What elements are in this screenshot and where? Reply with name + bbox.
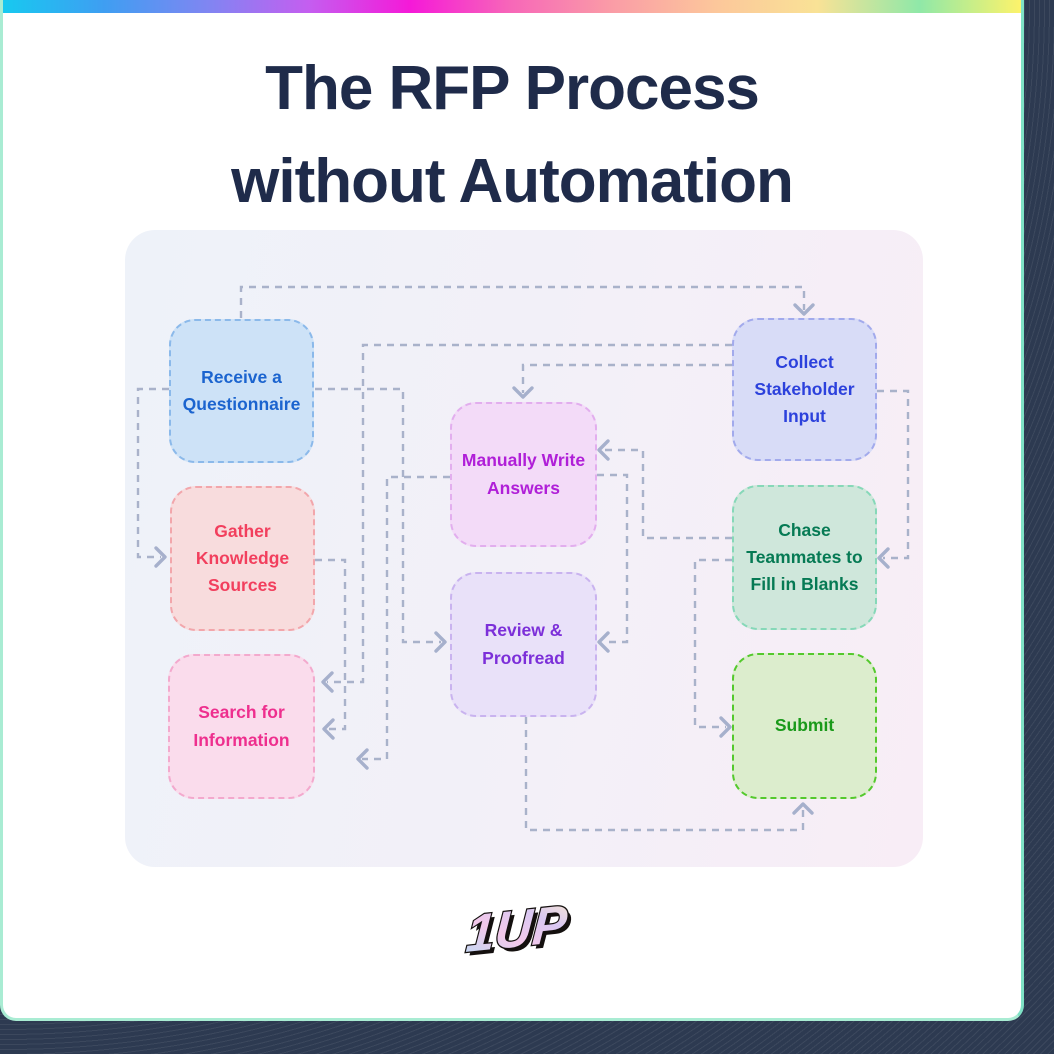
connector-line-write-review (597, 473, 629, 644)
connector-line-receive-gather (136, 387, 169, 559)
flow-node-collect: Collect Stakeholder Input (732, 318, 877, 461)
flow-node-label-write: Manually Write Answers (461, 450, 586, 498)
flow-node-label-gather: Gather Knowledge Sources (195, 520, 290, 596)
connector-line-chase-write (603, 448, 732, 540)
arrowhead-chase-write (597, 439, 610, 461)
arrowhead-chase-submit (719, 716, 732, 738)
connector-review-submit (524, 717, 814, 832)
arrowhead-collect-search (321, 671, 334, 693)
connector-line-receive-review (315, 387, 441, 644)
connector-layer (136, 285, 910, 832)
page-title-line1: The RFP Process (265, 54, 760, 123)
flow-node-review: Review & Proofread (450, 572, 597, 717)
flow-node-submit: Submit (732, 653, 877, 799)
arrowhead-collect-write (512, 386, 534, 399)
connector-line-collect-search (327, 343, 732, 684)
connector-receive-gather (136, 387, 169, 568)
arrowhead-receive-collect (793, 303, 815, 316)
connector-receive-review (315, 387, 447, 653)
connector-receive-collect (239, 285, 815, 318)
flow-node-label-receive: Receive a Questionnaire (182, 366, 301, 414)
flow-node-receive: Receive a Questionnaire (169, 319, 314, 463)
arrowhead-write-review (597, 631, 610, 653)
page-title-line2: without Automation (231, 147, 794, 216)
arrowhead-review-submit (792, 802, 814, 815)
arrowhead-write-search (356, 748, 369, 770)
connector-write-search (356, 475, 450, 770)
page-title: The RFP Process without Automation (3, 42, 1021, 228)
flow-node-chase: Chase Teammates to Fill in Blanks (732, 485, 877, 630)
connector-collect-chase (877, 389, 910, 569)
flow-node-gather: Gather Knowledge Sources (170, 486, 315, 631)
flow-node-label-collect: Collect Stakeholder Input (754, 351, 855, 427)
connector-line-collect-write (521, 363, 732, 393)
connector-line-review-submit (524, 717, 805, 832)
oneup-logo: 1UP 1UP (463, 894, 574, 968)
oneup-logo-shadow: 1UP (468, 899, 574, 968)
oneup-logo-text: 1UP (464, 895, 570, 964)
connector-collect-write (512, 363, 732, 399)
connector-chase-write (597, 439, 732, 540)
flow-node-label-submit: Submit (774, 715, 835, 736)
arrowhead-receive-gather (154, 546, 167, 568)
flow-node-label-search: Search for Information (193, 702, 290, 750)
flow-node-label-review: Review & Proofread (482, 620, 565, 668)
flow-node-write: Manually Write Answers (450, 402, 597, 547)
connector-line-receive-collect (239, 285, 806, 318)
flow-node-label-chase: Chase Teammates to Fill in Blanks (746, 519, 863, 595)
connector-line-collect-chase (877, 389, 910, 560)
rainbow-top-bar (3, 0, 1021, 13)
connector-collect-search (321, 343, 732, 693)
connector-write-review (597, 473, 629, 653)
card: The RFP Process without Automation Recei… (0, 0, 1024, 1021)
arrowhead-gather-search (322, 718, 335, 740)
arrowhead-receive-review (434, 631, 447, 653)
connector-line-gather-search (315, 558, 347, 731)
arrowhead-collect-chase (877, 547, 890, 569)
connector-gather-search (315, 558, 347, 740)
connector-chase-submit (693, 558, 732, 738)
flow-node-search: Search for Information (168, 654, 315, 799)
connector-line-chase-submit (693, 558, 732, 729)
connector-line-write-search (362, 475, 450, 761)
